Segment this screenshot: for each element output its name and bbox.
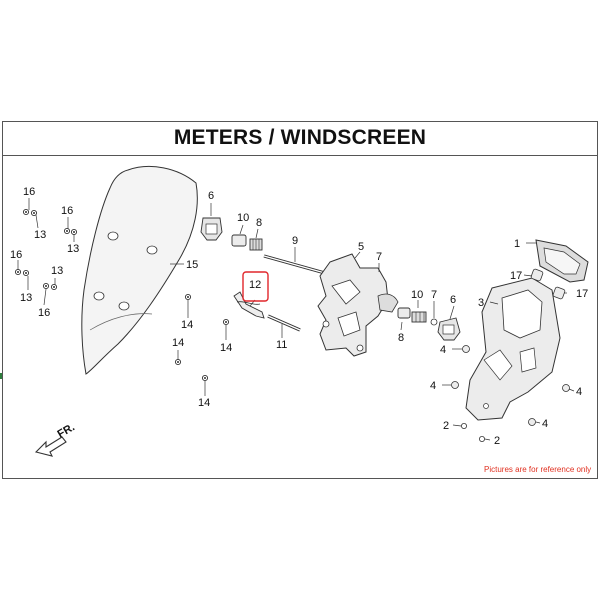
highlight-box (242, 271, 269, 302)
callout-label: 10 (237, 212, 249, 224)
callout-label: 16 (10, 249, 22, 261)
callout-label: 4 (542, 418, 548, 430)
front-direction-arrow: FR. (34, 421, 77, 457)
callout-label: 4 (430, 380, 436, 392)
callout-label: 16 (38, 307, 50, 319)
edge-mark (0, 373, 2, 379)
callout-label: 11 (276, 339, 287, 351)
washers-2-group (460, 422, 485, 442)
collar-spring-top-part (231, 234, 263, 251)
callout-label: 15 (186, 259, 198, 271)
callout-label: 8 (398, 332, 404, 344)
callout-label: 17 (576, 288, 588, 300)
meter-housing-part (465, 277, 561, 421)
callout-label: 4 (440, 344, 446, 356)
shaft-11-part (267, 314, 301, 332)
collar-spring-right-part (397, 307, 438, 326)
callout-label: 14 (172, 337, 184, 349)
windscreen-part (81, 165, 198, 375)
shaft-9-part (263, 254, 333, 277)
bolts-4-group (451, 345, 570, 426)
callout-label: 7 (376, 251, 382, 263)
bracket-12-part (233, 291, 265, 319)
callout-label: 16 (23, 186, 35, 198)
callout-label: 7 (431, 289, 437, 301)
callout-label: 6 (450, 294, 456, 306)
bracket-5-part (317, 253, 399, 357)
knob-6-right-part (437, 317, 461, 341)
callout-label: 2 (494, 435, 500, 447)
reference-note: Pictures are for reference only (484, 465, 592, 474)
callout-label: 10 (411, 289, 423, 301)
callout-label: 13 (67, 243, 79, 255)
leader-lines (17, 198, 575, 441)
callout-labels: 16 13 16 13 16 13 13 16 15 14 14 14 14 6… (10, 186, 588, 447)
callout-label: 13 (20, 292, 32, 304)
callout-label: 8 (256, 217, 262, 229)
callout-label: 14 (220, 342, 232, 354)
front-direction-label: FR. (56, 421, 77, 440)
callout-label: 13 (51, 265, 63, 277)
callout-label: 14 (198, 397, 210, 409)
callout-label: 1 (514, 238, 520, 250)
callout-label: 6 (208, 190, 214, 202)
callout-label: 17 (510, 270, 522, 282)
callout-label: 2 (443, 420, 449, 432)
callout-label: 4 (576, 386, 582, 398)
knob-6-top-part (200, 217, 223, 241)
diagram-title: METERS / WINDSCREEN (173, 126, 427, 149)
callout-label: 14 (181, 319, 193, 331)
diagram-frame (2, 121, 598, 479)
callout-label: 16 (61, 205, 73, 217)
callout-label: 5 (358, 241, 364, 253)
callout-label: 3 (478, 297, 484, 309)
callout-label: 9 (292, 235, 298, 247)
title-bar: METERS / WINDSCREEN (2, 121, 598, 156)
cushions-17-group (530, 268, 566, 300)
callout-label: 13 (34, 229, 46, 241)
callout-label-highlighted: 12 (249, 279, 261, 291)
meter-1-part (535, 239, 589, 283)
